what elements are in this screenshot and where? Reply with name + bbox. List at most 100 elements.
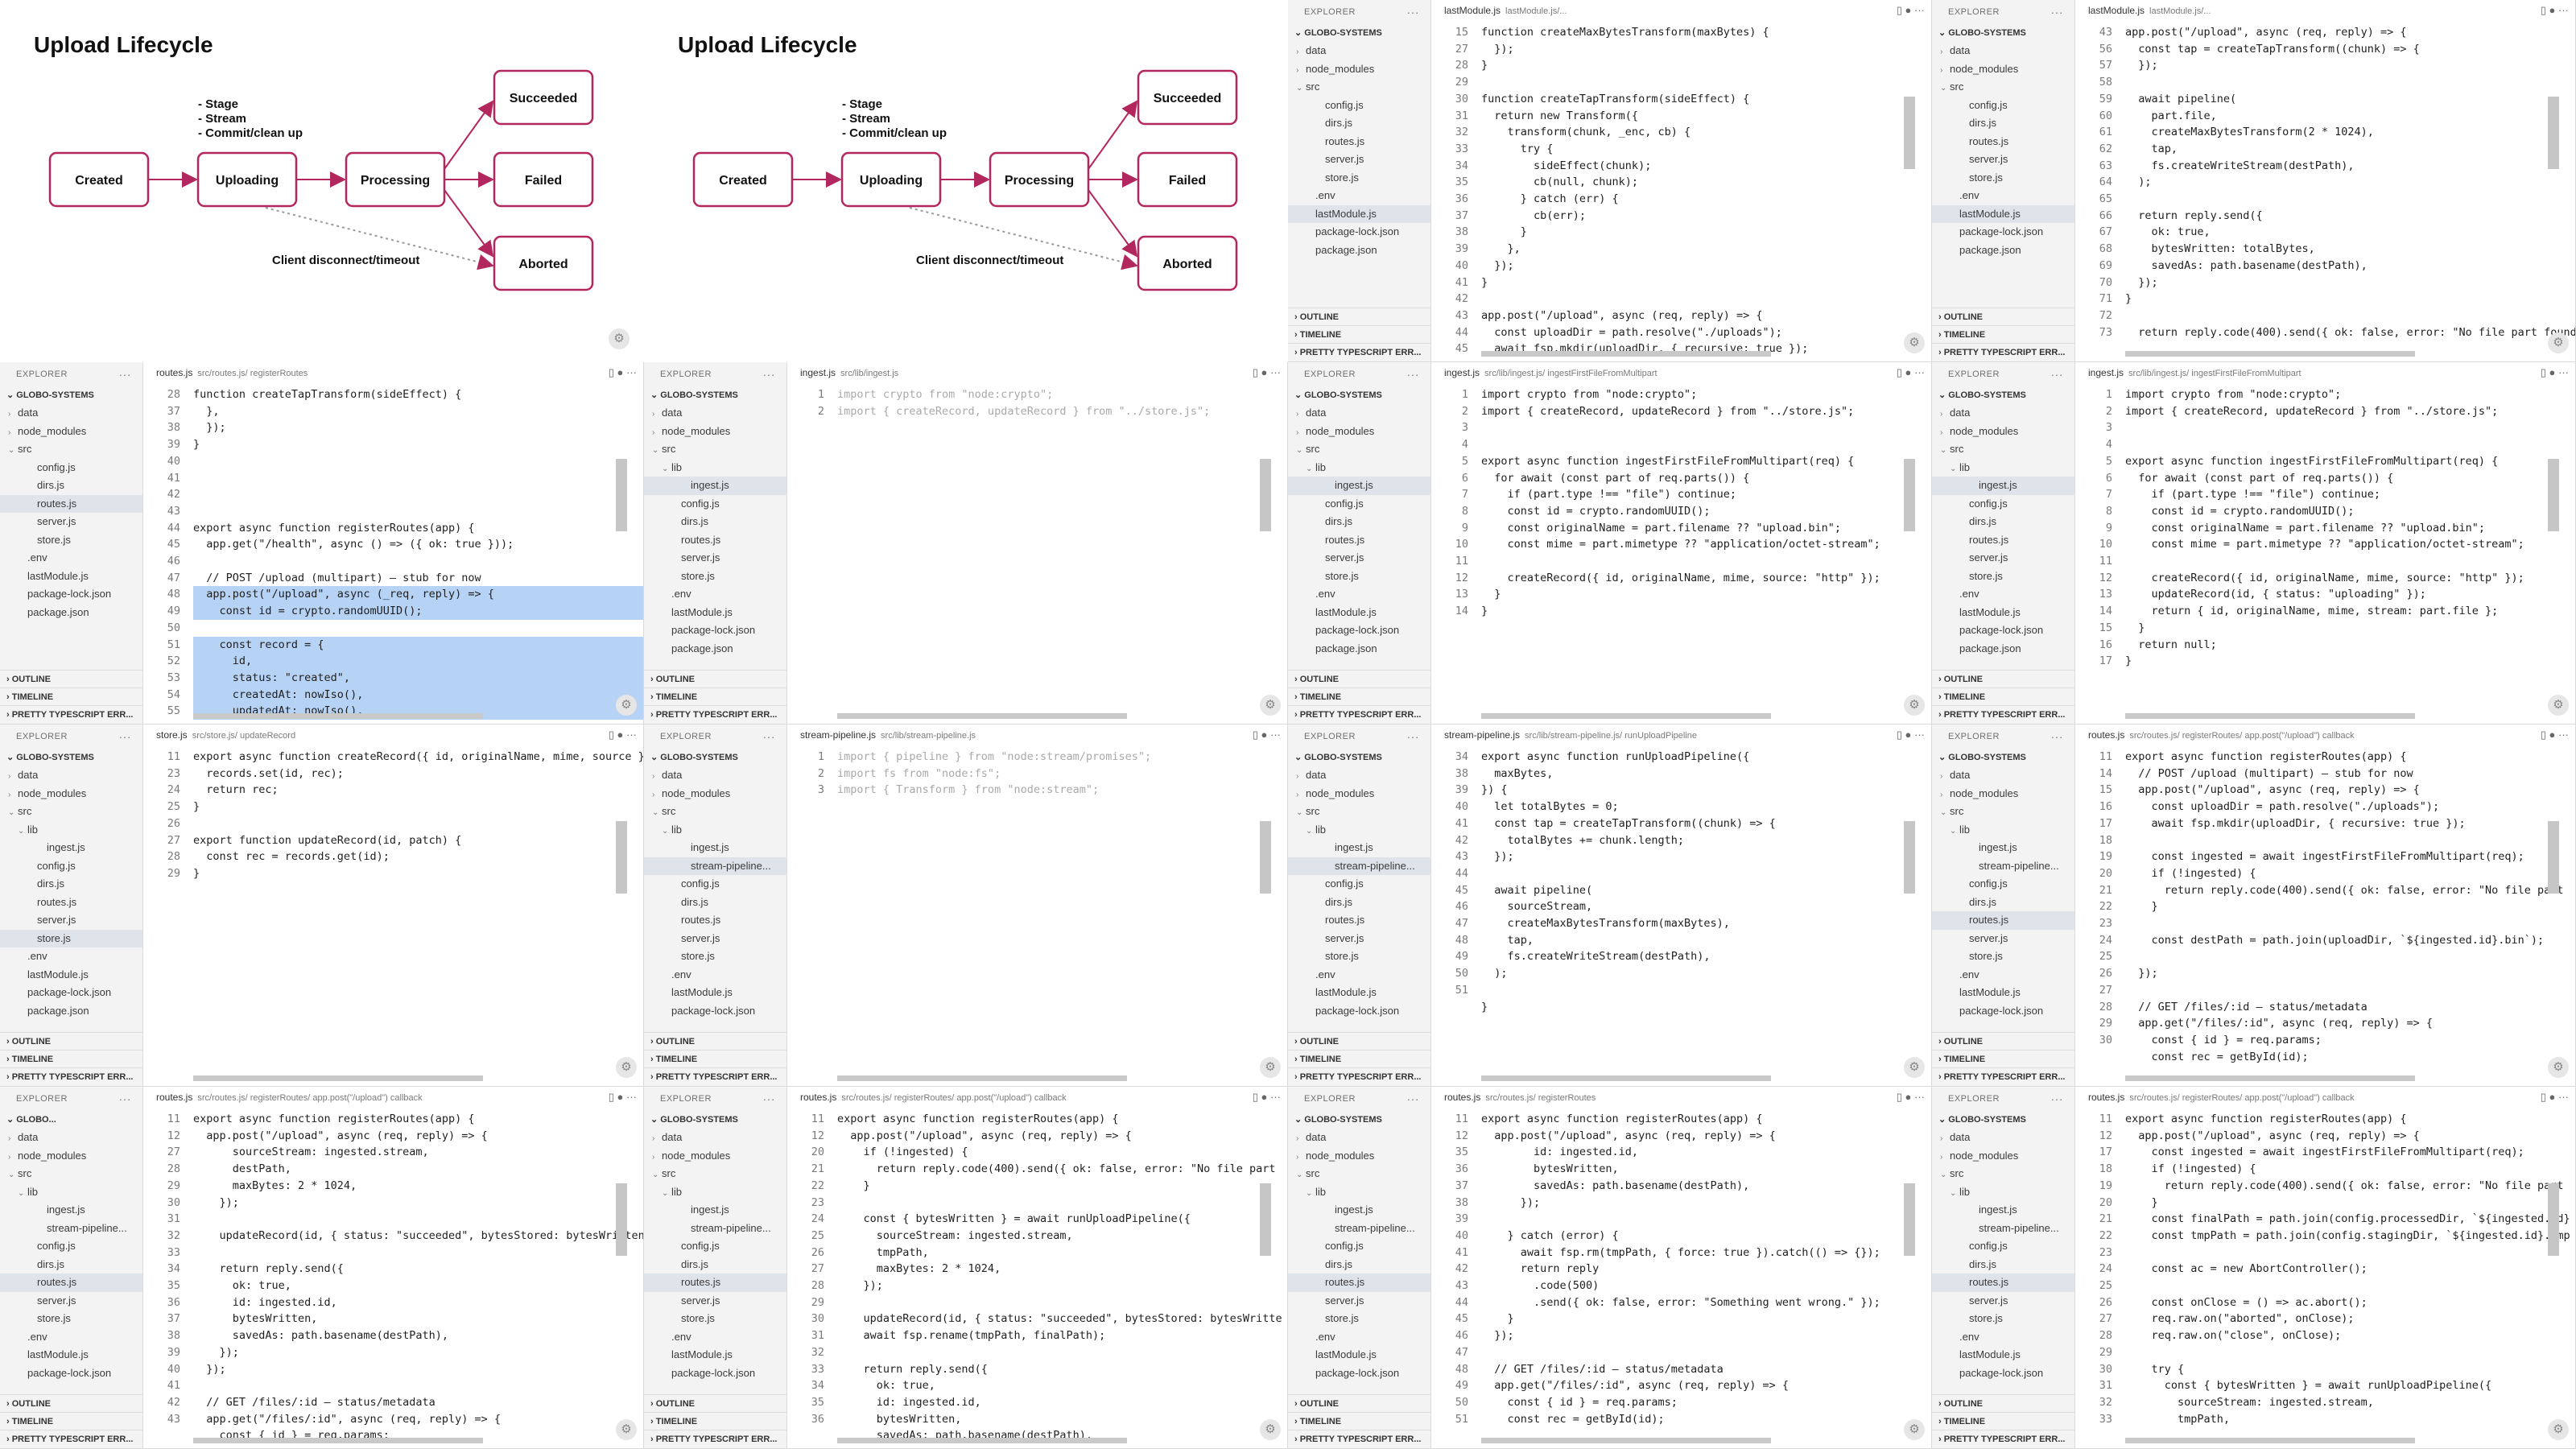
explorer-item[interactable]: package-lock.json: [1288, 223, 1430, 242]
explorer-item[interactable]: package-lock.json: [0, 1364, 142, 1383]
explorer-item[interactable]: lastModule.js: [644, 1346, 786, 1364]
section-outline[interactable]: › OUTLINE: [1932, 308, 2074, 325]
explorer-item[interactable]: .env: [1932, 966, 2074, 985]
explorer-item[interactable]: ›data: [644, 1129, 786, 1147]
section-pretty[interactable]: › PRETTY TYPESCRIPT ERR...: [644, 1430, 786, 1447]
explorer-item[interactable]: store.js: [1288, 947, 1430, 966]
explorer-item[interactable]: dirs.js: [1932, 114, 2074, 133]
explorer-item[interactable]: .env: [644, 966, 786, 985]
explorer-item[interactable]: config.js: [1932, 875, 2074, 894]
explorer-item[interactable]: ⌄src: [644, 803, 786, 821]
section-pretty[interactable]: › PRETTY TYPESCRIPT ERR...: [644, 1067, 786, 1085]
scrollbar[interactable]: [2548, 97, 2559, 169]
explorer-item[interactable]: ›data: [1288, 404, 1430, 423]
explorer-item[interactable]: config.js: [0, 459, 142, 477]
explorer-item[interactable]: ›node_modules: [1932, 60, 2074, 79]
horizontal-scrollbar[interactable]: [193, 1438, 483, 1443]
editor-actions-icon[interactable]: ▯ ● ···: [1891, 1087, 1925, 1108]
section-timeline[interactable]: › TIMELINE: [0, 687, 142, 705]
project-root[interactable]: ⌄ GLOBO-SYSTEMS: [1938, 28, 2026, 38]
scrollbar[interactable]: [616, 821, 627, 894]
copilot-icon[interactable]: ⚙: [616, 695, 637, 716]
editor-actions-icon[interactable]: ▯ ● ···: [2535, 0, 2569, 21]
section-pretty[interactable]: › PRETTY TYPESCRIPT ERR...: [1932, 1067, 2074, 1085]
scrollbar[interactable]: [1904, 1183, 1915, 1256]
explorer-item[interactable]: stream-pipeline...: [1932, 857, 2074, 876]
explorer-item[interactable]: server.js: [0, 911, 142, 930]
section-outline[interactable]: › OUTLINE: [0, 670, 142, 687]
explorer-item[interactable]: lastModule.js: [0, 568, 142, 586]
breadcrumb[interactable]: lastModule.js/...: [2149, 6, 2211, 16]
explorer-item[interactable]: config.js: [644, 875, 786, 894]
explorer-item[interactable]: package-lock.json: [1288, 1364, 1430, 1383]
section-timeline[interactable]: › TIMELINE: [1932, 1050, 2074, 1067]
explorer-item[interactable]: ⌄src: [1932, 440, 2074, 459]
explorer-item[interactable]: server.js: [1932, 1292, 2074, 1311]
explorer-item[interactable]: package-lock.json: [1932, 1002, 2074, 1021]
explorer-item[interactable]: routes.js: [1932, 133, 2074, 151]
explorer-item[interactable]: routes.js: [0, 494, 142, 513]
explorer-item[interactable]: ⌄lib: [1932, 821, 2074, 840]
explorer-item[interactable]: routes.js: [644, 531, 786, 550]
explorer-item[interactable]: ›data: [1932, 766, 2074, 785]
section-timeline[interactable]: › TIMELINE: [1288, 687, 1430, 705]
section-timeline[interactable]: › TIMELINE: [1288, 1412, 1430, 1430]
explorer-item[interactable]: ›data: [1932, 404, 2074, 423]
more-icon[interactable]: ···: [1406, 730, 1419, 743]
project-root[interactable]: ⌄ GLOBO-SYSTEMS: [1294, 390, 1382, 400]
explorer-item[interactable]: server.js: [0, 1292, 142, 1311]
explorer-item[interactable]: store.js: [0, 1310, 142, 1328]
scrollbar[interactable]: [1904, 459, 1915, 531]
explorer-item[interactable]: ›node_modules: [1932, 785, 2074, 803]
copilot-icon[interactable]: ⚙: [1904, 332, 1925, 353]
scrollbar[interactable]: [1260, 459, 1271, 531]
explorer-item[interactable]: config.js: [1288, 1237, 1430, 1256]
more-icon[interactable]: ···: [2050, 6, 2063, 19]
explorer-item[interactable]: ingest.js: [1932, 1201, 2074, 1220]
explorer-item[interactable]: server.js: [1288, 151, 1430, 169]
section-outline[interactable]: › OUTLINE: [644, 670, 786, 687]
explorer-item[interactable]: package-lock.json: [0, 984, 142, 1002]
explorer-item[interactable]: package.json: [1932, 242, 2074, 260]
explorer-item[interactable]: package.json: [1288, 640, 1430, 658]
explorer-item[interactable]: store.js: [1932, 1310, 2074, 1328]
editor-actions-icon[interactable]: ▯ ● ···: [1891, 724, 1925, 745]
explorer-item[interactable]: ingest.js: [1288, 839, 1430, 857]
project-root[interactable]: ⌄ GLOBO-SYSTEMS: [1294, 753, 1382, 762]
explorer-item[interactable]: package.json: [644, 640, 786, 658]
copilot-icon[interactable]: ⚙: [2548, 332, 2569, 353]
explorer-item[interactable]: server.js: [0, 513, 142, 531]
explorer-item[interactable]: .env: [0, 947, 142, 966]
editor-actions-icon[interactable]: ▯ ● ···: [1247, 1087, 1281, 1108]
explorer-item[interactable]: package-lock.json: [0, 585, 142, 604]
explorer-item[interactable]: routes.js: [1288, 531, 1430, 550]
explorer-item[interactable]: lastModule.js: [0, 966, 142, 985]
explorer-item[interactable]: .env: [1932, 187, 2074, 205]
scrollbar[interactable]: [1904, 821, 1915, 894]
copilot-icon[interactable]: ⚙: [2548, 695, 2569, 716]
explorer-item[interactable]: ⌄src: [0, 1165, 142, 1183]
explorer-item[interactable]: .env: [1288, 187, 1430, 205]
section-outline[interactable]: › OUTLINE: [1288, 1394, 1430, 1412]
scrollbar[interactable]: [616, 1183, 627, 1256]
explorer-item[interactable]: .env: [644, 585, 786, 604]
more-icon[interactable]: ···: [1406, 6, 1419, 19]
explorer-item[interactable]: server.js: [1288, 930, 1430, 948]
more-icon[interactable]: ···: [762, 368, 775, 381]
explorer-item[interactable]: ingest.js: [1288, 1201, 1430, 1220]
explorer-item[interactable]: ›node_modules: [1288, 1147, 1430, 1166]
explorer-item[interactable]: .env: [1288, 1328, 1430, 1347]
explorer-item[interactable]: ingest.js: [0, 839, 142, 857]
section-timeline[interactable]: › TIMELINE: [0, 1050, 142, 1067]
section-timeline[interactable]: › TIMELINE: [1288, 1050, 1430, 1067]
explorer-item[interactable]: dirs.js: [0, 875, 142, 894]
more-icon[interactable]: ···: [762, 1092, 775, 1105]
explorer-item[interactable]: store.js: [0, 531, 142, 550]
horizontal-scrollbar[interactable]: [193, 1075, 483, 1081]
copilot-icon[interactable]: ⚙: [616, 1419, 637, 1440]
breadcrumb[interactable]: src/lib/stream-pipeline.js/ runUploadPip…: [1525, 731, 1698, 741]
